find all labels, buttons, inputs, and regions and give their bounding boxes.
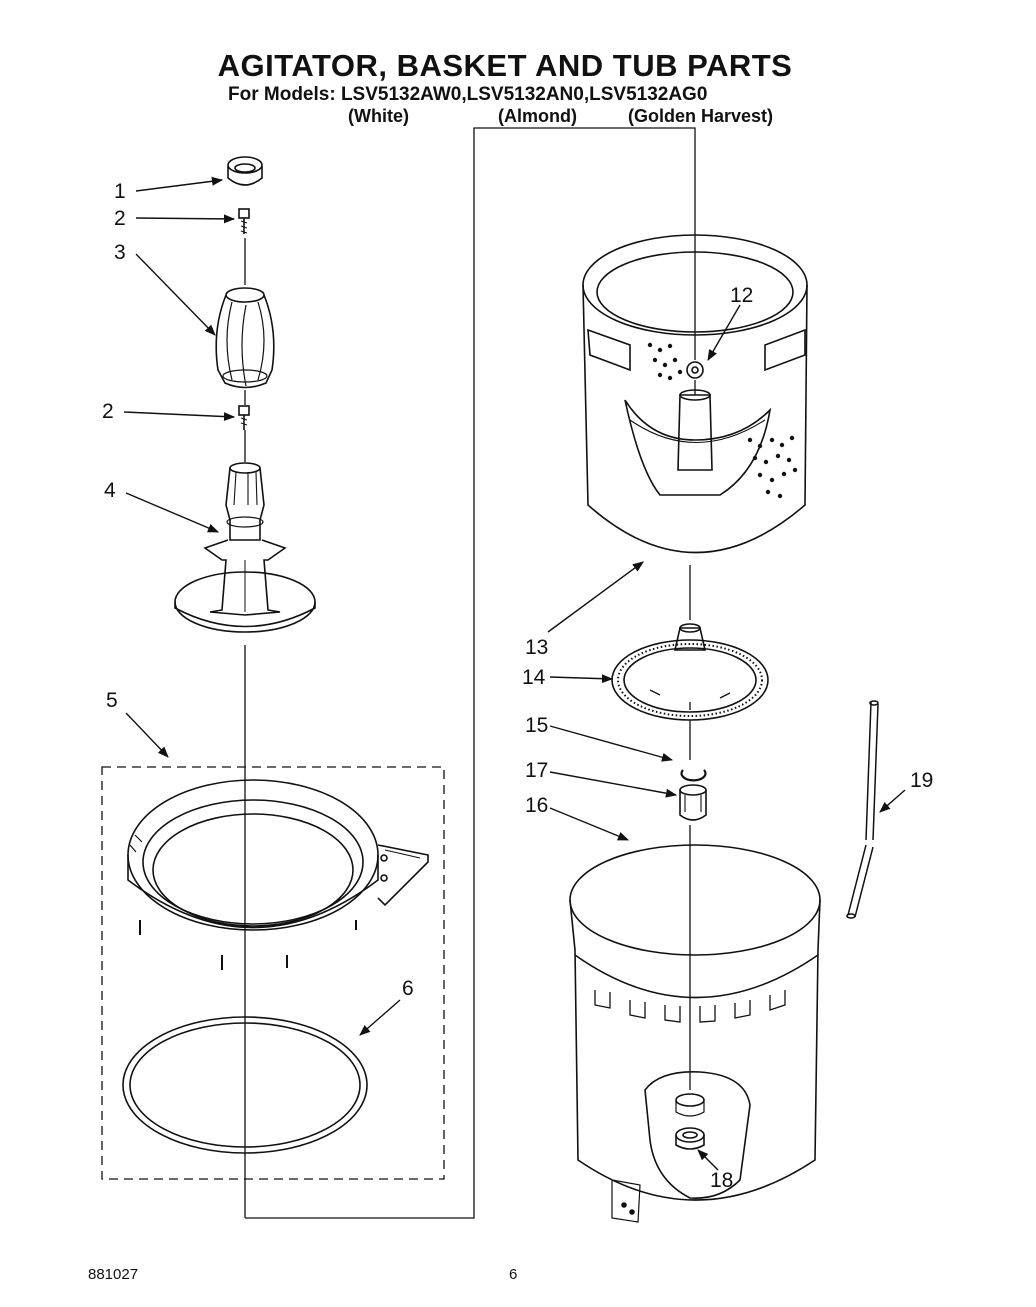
callout-2: 2 bbox=[114, 207, 126, 230]
callout-3: 3 bbox=[114, 241, 126, 264]
callout-arrows bbox=[123, 176, 906, 1171]
callout-14: 14 bbox=[522, 666, 546, 689]
kit-box bbox=[101, 766, 445, 1180]
agitator-bolt-icon bbox=[238, 208, 250, 234]
agitator-bolt-icon bbox=[238, 405, 250, 430]
assembly-lines bbox=[244, 127, 696, 1219]
footer-code: 881027 bbox=[88, 1266, 139, 1283]
page-number: 6 bbox=[509, 1266, 518, 1283]
agitator-upper-icon bbox=[215, 287, 275, 389]
agitator-lower-icon bbox=[174, 462, 316, 633]
basket-nut-icon bbox=[686, 361, 704, 379]
callout-2b: 2 bbox=[102, 400, 114, 423]
balance-ring-kit-icon bbox=[127, 779, 429, 970]
snap-ring-icon bbox=[680, 769, 707, 782]
wash-basket-icon bbox=[582, 234, 808, 554]
outer-tub-icon bbox=[569, 844, 821, 1223]
callout-5: 5 bbox=[106, 689, 118, 712]
hub-seal-icon bbox=[679, 784, 707, 821]
callout-1: 1 bbox=[114, 180, 126, 203]
callout-17: 17 bbox=[525, 759, 549, 782]
callout-4: 4 bbox=[104, 479, 116, 502]
color-label-almond: (Almond) bbox=[498, 106, 577, 126]
models-line: For Models: LSV5132AW0,LSV5132AN0,LSV513… bbox=[228, 84, 708, 105]
drive-block-icon bbox=[611, 623, 769, 721]
agitator-cap-icon bbox=[227, 156, 263, 186]
drain-hose-icon bbox=[846, 700, 879, 919]
page-title: AGITATOR, BASKET AND TUB PARTS bbox=[217, 48, 793, 83]
callout-6: 6 bbox=[402, 977, 414, 1000]
callout-12: 12 bbox=[730, 284, 754, 307]
callout-18: 18 bbox=[710, 1169, 734, 1192]
perforation-dots bbox=[647, 342, 798, 499]
seal-ring-icon bbox=[122, 1016, 368, 1154]
tub-seal-icon bbox=[675, 1127, 705, 1150]
color-label-white: (White) bbox=[348, 106, 409, 126]
callout-15: 15 bbox=[525, 714, 549, 737]
callout-16: 16 bbox=[525, 794, 549, 817]
callout-19: 19 bbox=[910, 769, 934, 792]
callout-13: 13 bbox=[525, 636, 549, 659]
color-label-golden-harvest: (Golden Harvest) bbox=[628, 106, 774, 126]
